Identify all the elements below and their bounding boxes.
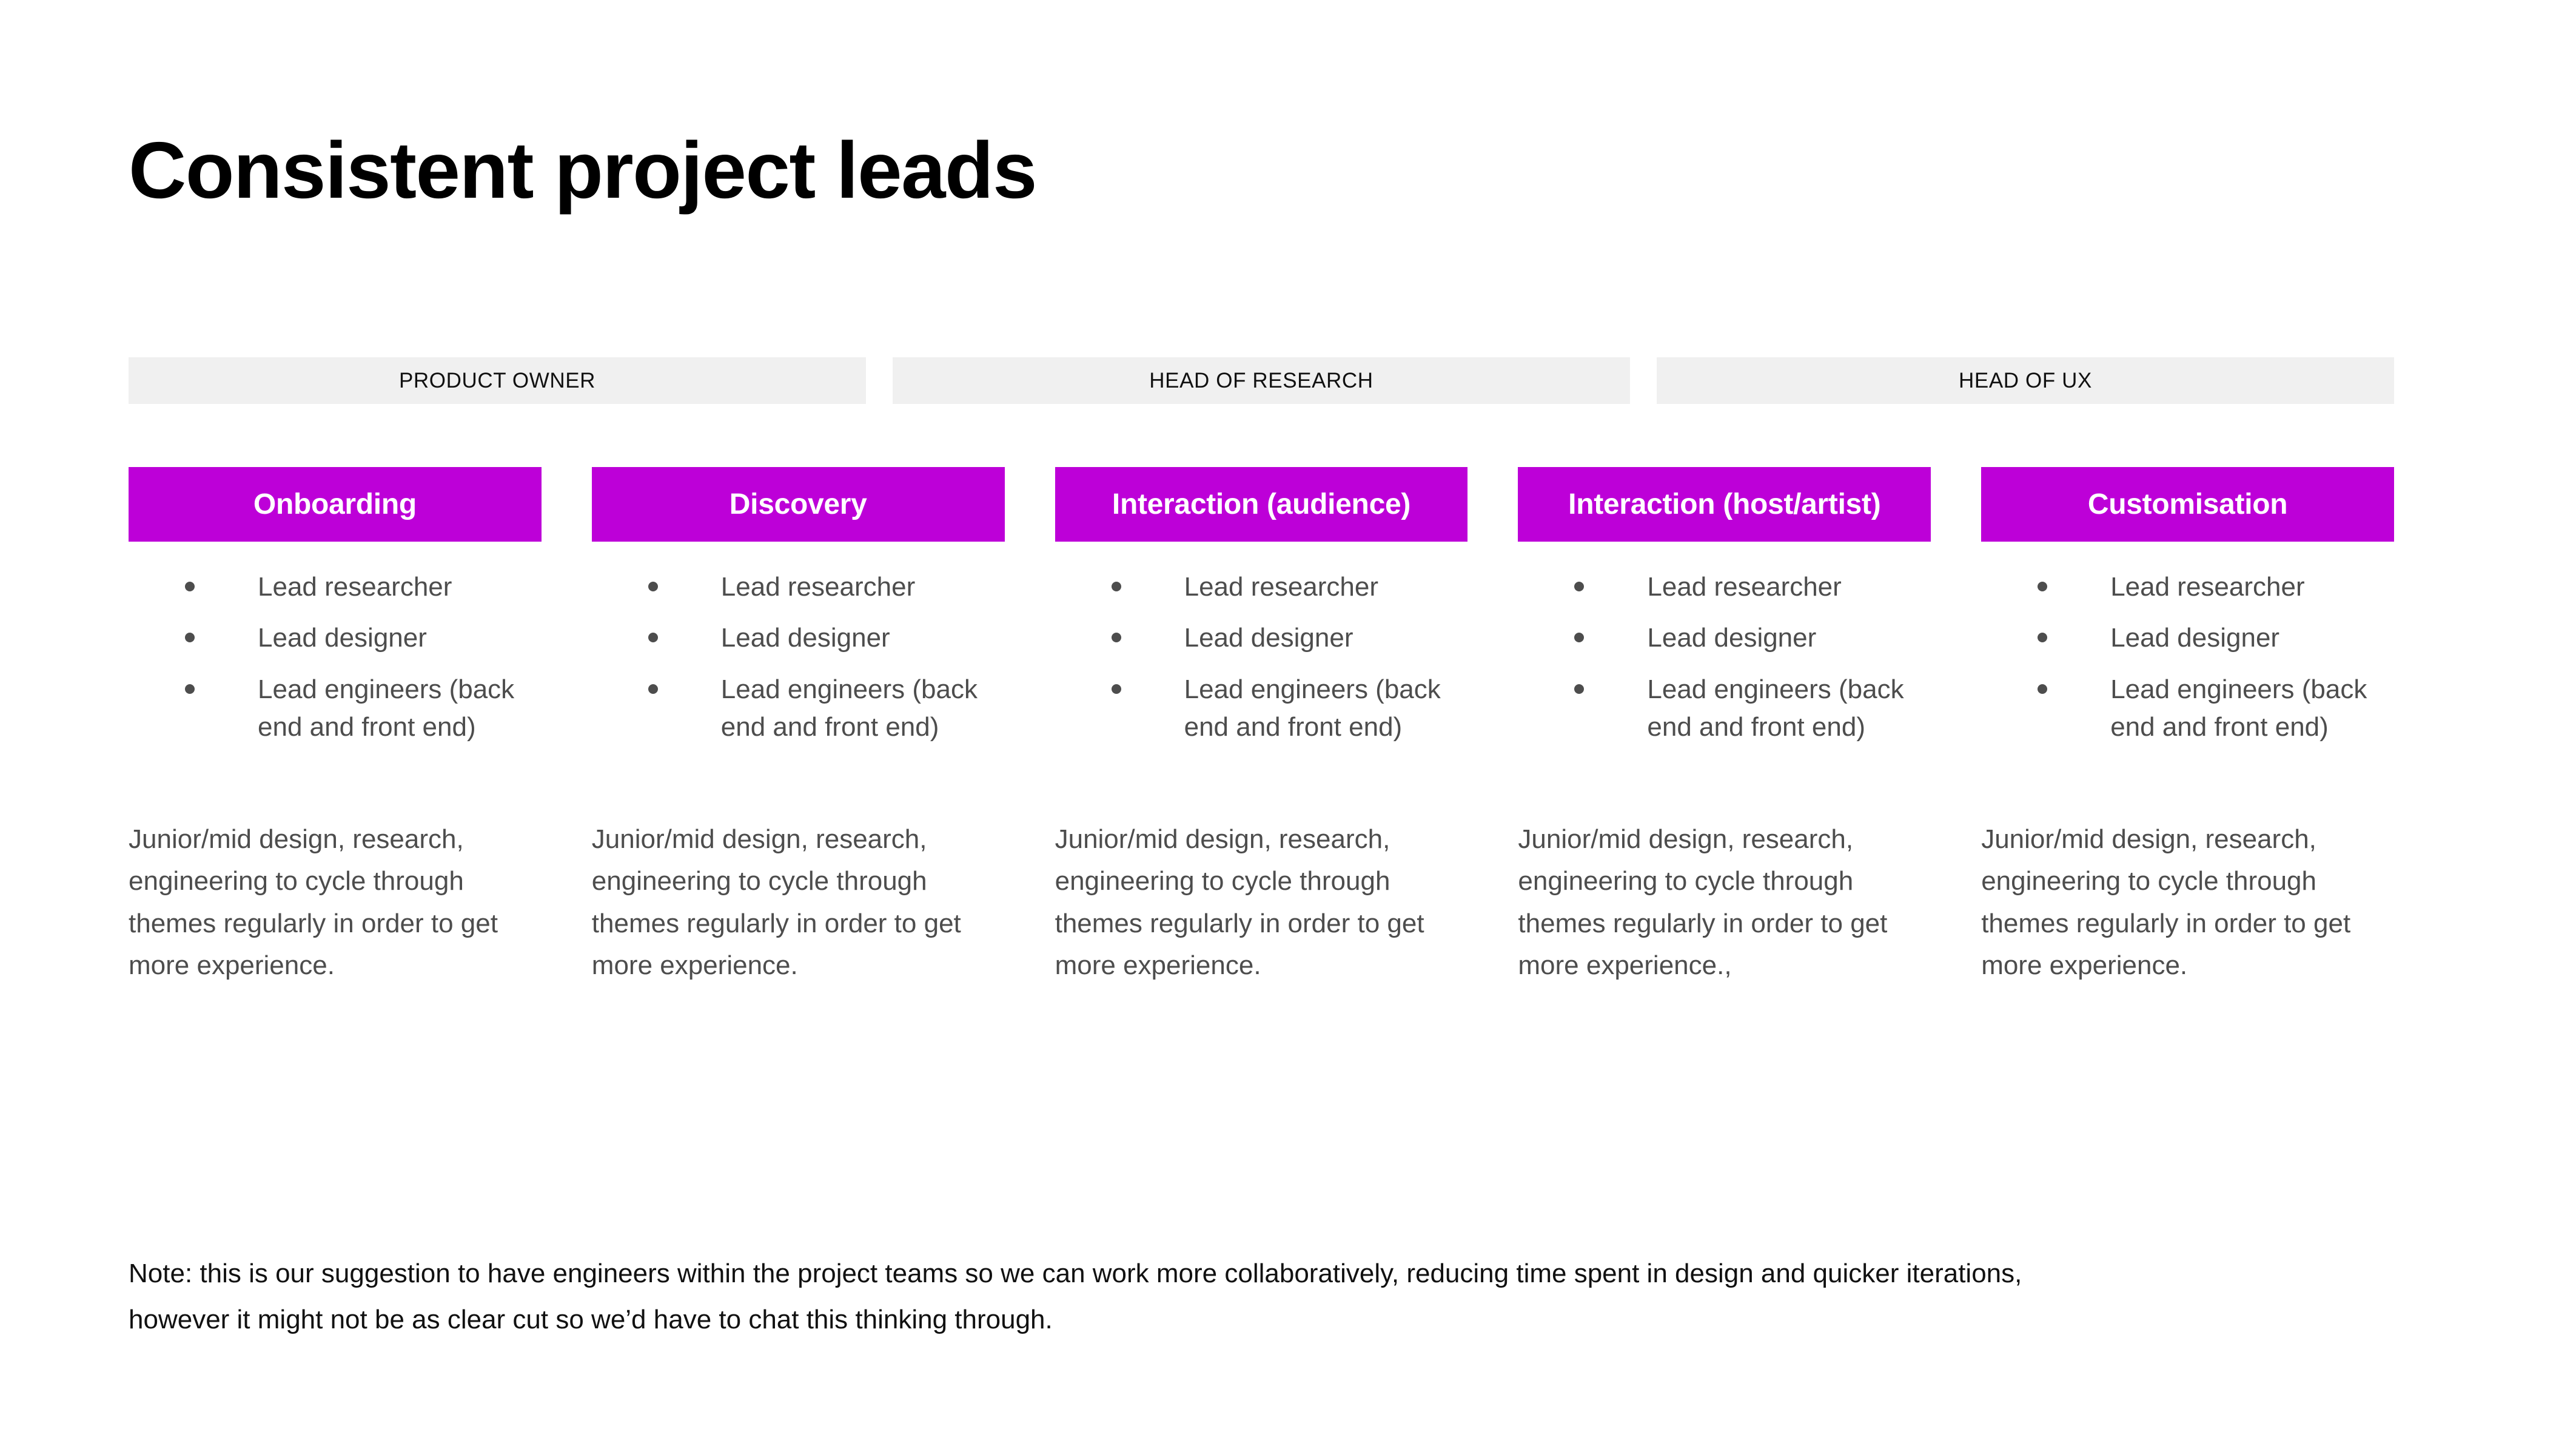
list-item-label: Lead designer xyxy=(1647,623,1817,653)
list-item: Lead researcher xyxy=(1055,568,1468,606)
role-list: Lead researcher Lead designer Lead engin… xyxy=(1055,568,1468,760)
list-item: Lead engineers (back end and front end) xyxy=(129,671,542,747)
list-item-label: Lead engineers (back end and front end) xyxy=(2110,674,2367,742)
list-item-label: Lead designer xyxy=(720,623,890,653)
list-item-label: Lead engineers (back end and front end) xyxy=(1184,674,1441,742)
phase-header-label: Interaction (audience) xyxy=(1112,488,1411,520)
list-item: Lead engineers (back end and front end) xyxy=(1981,671,2394,747)
list-item-label: Lead researcher xyxy=(1184,572,1379,602)
list-item: Lead researcher xyxy=(592,568,1005,606)
phase-header-label: Discovery xyxy=(729,488,867,520)
role-list: Lead researcher Lead designer Lead engin… xyxy=(1981,568,2394,760)
list-item-label: Lead engineers (back end and front end) xyxy=(720,674,978,742)
list-item: Lead researcher xyxy=(1981,568,2394,606)
phase-column-customisation: Customisation Lead researcher Lead desig… xyxy=(1981,467,2394,987)
phase-header-label: Customisation xyxy=(2087,488,2288,520)
phase-header-discovery: Discovery xyxy=(591,467,1005,542)
list-item: Lead designer xyxy=(592,619,1005,657)
phase-header-label: Onboarding xyxy=(253,488,417,520)
phase-header-interaction-host-artist: Interaction (host/artist) xyxy=(1518,467,1931,542)
bullet-dot-icon xyxy=(648,582,658,591)
bullet-dot-icon xyxy=(1111,582,1121,591)
bullet-dot-icon xyxy=(185,633,195,643)
phase-note: Junior/mid design, research, engineering… xyxy=(129,824,498,981)
bullet-dot-icon xyxy=(2038,684,2048,694)
phase-columns: Onboarding Lead researcher Lead designer… xyxy=(129,467,2394,987)
phase-note: Junior/mid design, research, engineering… xyxy=(1981,824,2351,981)
list-item: Lead researcher xyxy=(1518,568,1931,606)
list-item: Lead engineers (back end and front end) xyxy=(1055,671,1468,747)
list-item: Lead designer xyxy=(1981,619,2394,657)
list-item: Lead designer xyxy=(129,619,542,657)
bullet-dot-icon xyxy=(1574,633,1585,643)
phase-column-onboarding: Onboarding Lead researcher Lead designer… xyxy=(129,467,542,987)
role-band: PRODUCT OWNER HEAD OF RESEARCH HEAD OF U… xyxy=(129,357,2394,404)
role-list: Lead researcher Lead designer Lead engin… xyxy=(129,568,542,760)
list-item: Lead designer xyxy=(1055,619,1468,657)
bullet-dot-icon xyxy=(2038,633,2048,643)
list-item: Lead engineers (back end and front end) xyxy=(1518,671,1931,747)
phase-column-interaction-host-artist: Interaction (host/artist) Lead researche… xyxy=(1518,467,1931,987)
phase-note: Junior/mid design, research, engineering… xyxy=(1518,824,1888,981)
role-chip-label: HEAD OF RESEARCH xyxy=(1149,368,1374,392)
page-title: Consistent project leads xyxy=(129,126,1038,215)
list-item-label: Lead designer xyxy=(2110,623,2280,653)
role-chip-label: HEAD OF UX xyxy=(1959,368,2092,392)
role-list: Lead researcher Lead designer Lead engin… xyxy=(592,568,1005,760)
phase-column-discovery: Discovery Lead researcher Lead designer … xyxy=(591,467,1005,987)
list-item: Lead designer xyxy=(1518,619,1931,657)
footer-note: Note: this is our suggestion to have eng… xyxy=(129,1259,2022,1334)
role-chip-label: PRODUCT OWNER xyxy=(398,368,596,392)
phase-column-interaction-audience: Interaction (audience) Lead researcher L… xyxy=(1055,467,1468,987)
bullet-dot-icon xyxy=(648,684,658,694)
role-chip-head-of-ux: HEAD OF UX xyxy=(1657,357,2394,404)
list-item-label: Lead engineers (back end and front end) xyxy=(258,674,515,742)
bullet-dot-icon xyxy=(1111,684,1121,694)
phase-header-onboarding: Onboarding xyxy=(129,467,542,542)
list-item-label: Lead designer xyxy=(1184,623,1353,653)
phase-header-interaction-audience: Interaction (audience) xyxy=(1055,467,1468,542)
role-list: Lead researcher Lead designer Lead engin… xyxy=(1518,568,1931,760)
role-chip-head-of-research: HEAD OF RESEARCH xyxy=(893,357,1630,404)
list-item: Lead engineers (back end and front end) xyxy=(592,671,1005,747)
role-chip-product-owner: PRODUCT OWNER xyxy=(129,357,866,404)
phase-note: Junior/mid design, research, engineering… xyxy=(1055,824,1424,981)
bullet-dot-icon xyxy=(1111,633,1121,643)
list-item-label: Lead researcher xyxy=(1647,572,1842,602)
bullet-dot-icon xyxy=(1574,684,1585,694)
list-item-label: Lead researcher xyxy=(2110,572,2305,602)
list-item-label: Lead designer xyxy=(258,623,427,653)
phase-note: Junior/mid design, research, engineering… xyxy=(591,824,961,981)
list-item: Lead researcher xyxy=(129,568,542,606)
bullet-dot-icon xyxy=(185,684,195,694)
list-item-label: Lead researcher xyxy=(720,572,916,602)
bullet-dot-icon xyxy=(1574,582,1585,591)
list-item-label: Lead researcher xyxy=(258,572,452,602)
phase-header-label: Interaction (host/artist) xyxy=(1568,488,1881,520)
phase-header-customisation: Customisation xyxy=(1981,467,2394,542)
bullet-dot-icon xyxy=(648,633,658,643)
bullet-dot-icon xyxy=(2038,582,2048,591)
list-item-label: Lead engineers (back end and front end) xyxy=(1647,674,1904,742)
bullet-dot-icon xyxy=(185,582,195,591)
